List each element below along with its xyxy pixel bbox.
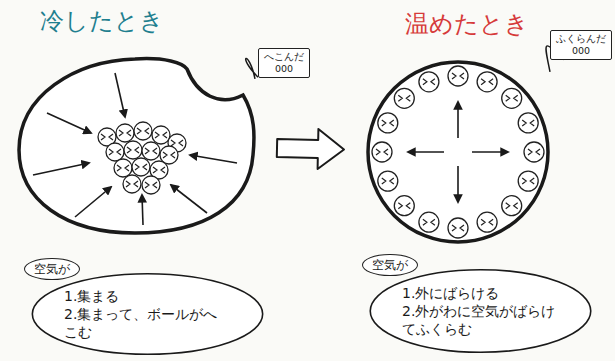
explanation-text: 2.集まって、ボールがへこむ	[64, 305, 231, 341]
explanation-bubble: 1.外にばらける2.外がわに空気がばらけてふくらむ空気が	[368, 268, 593, 354]
title-holder: 冷したとき	[40, 7, 164, 36]
condition-title: 冷したとき	[40, 7, 164, 36]
ball-node: 温めたとき	[366, 60, 550, 244]
tag-string	[246, 59, 258, 79]
explanation-text: 1.集まる	[64, 287, 231, 305]
tag-text: ふくらんだ	[556, 33, 606, 45]
topic-text: 空気が	[372, 258, 408, 272]
topic-oval: 空気が	[24, 258, 80, 280]
condition-title: 温めたとき	[405, 10, 529, 39]
tag-text: 000	[556, 45, 606, 57]
bubble-text-holder: 1.集まる2.集まって、ボールがへこむ	[64, 287, 231, 342]
explanation-bubble: 1.集まる2.集まって、ボールがへこむ空気が	[30, 272, 265, 356]
explanation-text: 1.外にばらける	[402, 284, 559, 302]
price-tag: ふくらんだ000	[550, 30, 612, 60]
topic-oval: 空気が	[362, 254, 418, 276]
bubble-ellipse	[32, 274, 262, 355]
bubble-text-holder: 1.外にばらける2.外がわに空気がばらけてふくらむ	[402, 284, 559, 339]
hollow-arrow	[277, 129, 344, 169]
bubble-ellipse	[370, 270, 591, 353]
tag-text: へこんだ	[264, 51, 304, 63]
price-tag: へこんだ000	[258, 48, 310, 78]
explanation-text: 2.外がわに空気がばらけてふくらむ	[402, 302, 559, 338]
topic-text: 空気が	[34, 262, 70, 276]
tag-text: 000	[264, 63, 304, 75]
dented-ball	[19, 59, 254, 233]
title-holder: 温めたとき	[405, 10, 529, 39]
ball-node: 冷したとき	[15, 55, 255, 235]
inflated-ball	[368, 62, 548, 242]
